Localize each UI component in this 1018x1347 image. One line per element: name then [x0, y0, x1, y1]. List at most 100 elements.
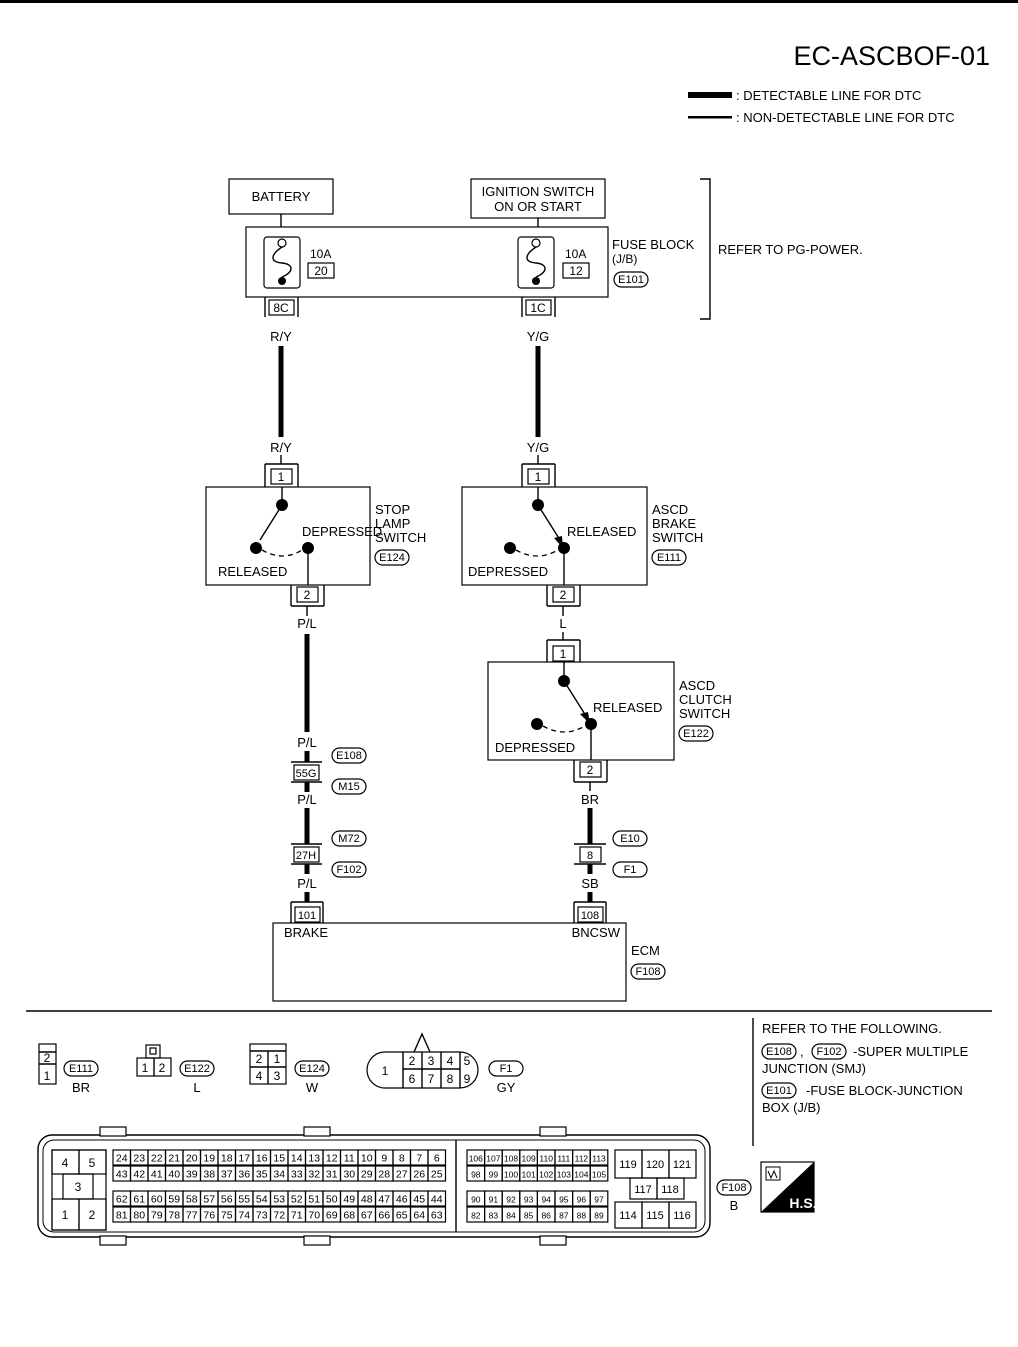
- junction-conn-m72: M72: [338, 833, 359, 845]
- brake-switch-label-1: ASCD: [652, 502, 688, 517]
- ecm-pin-label: 75: [221, 1210, 233, 1222]
- terminal-8c: 8C: [264, 297, 299, 317]
- ecm-pin-label: 27: [396, 1169, 408, 1181]
- stop-lamp-pin-1: 1: [264, 463, 299, 487]
- top-border: [0, 0, 1018, 3]
- ignition-label-2: ON OR START: [494, 199, 582, 214]
- svg-text:2: 2: [44, 1051, 51, 1065]
- refer-block: REFER TO THE FOLLOWING. E108 , F102 -SUP…: [761, 1021, 969, 1115]
- svg-text:117: 117: [634, 1184, 652, 1196]
- fuse-left: [263, 236, 301, 289]
- connector-view-f108: F108: [721, 1182, 746, 1194]
- svg-text:2: 2: [159, 1061, 166, 1075]
- ecm-pin-label: 91: [489, 1195, 499, 1205]
- ecm-pin-label: 59: [168, 1194, 180, 1206]
- svg-text:3: 3: [428, 1054, 435, 1068]
- brake-switch-label-3: SWITCH: [652, 530, 703, 545]
- ecm-pin-label: 68: [343, 1210, 355, 1222]
- stop-lamp-depressed: DEPRESSED: [302, 524, 382, 539]
- brake-switch-pin-1: 1: [521, 463, 556, 487]
- svg-text:2: 2: [560, 588, 567, 602]
- ecm-pin-108: 108: [573, 901, 607, 923]
- stop-lamp-pin-2: 2: [290, 585, 325, 607]
- svg-text:1: 1: [560, 647, 567, 661]
- svg-text:BOX (J/B): BOX (J/B): [762, 1100, 821, 1115]
- svg-text:E122: E122: [184, 1063, 210, 1075]
- svg-text:101: 101: [298, 910, 316, 922]
- ecm-pin-label: 64: [413, 1210, 425, 1222]
- svg-text:9: 9: [464, 1072, 471, 1086]
- fuse-block-connector: E101: [618, 274, 644, 286]
- stop-lamp-released: RELEASED: [218, 564, 287, 579]
- ecm-pin-label: 50: [326, 1194, 338, 1206]
- stop-lamp-contact-arm: [259, 504, 283, 541]
- refer-power: REFER TO PG-POWER.: [718, 242, 863, 257]
- svg-text:2: 2: [587, 763, 594, 777]
- junction-conn-f102: F102: [336, 864, 361, 876]
- ecm-pin-label: 96: [577, 1195, 587, 1205]
- ecm-pin-label: 21: [168, 1153, 180, 1165]
- fuse-block-box: [245, 226, 609, 298]
- ecm-pin-label: 54: [256, 1194, 268, 1206]
- clutch-switch-contact-arm: [563, 680, 587, 717]
- ecm-pin-label: 61: [133, 1194, 145, 1206]
- ecm-pin-label: 20: [186, 1153, 198, 1165]
- ecm-pin-label: 105: [592, 1170, 606, 1180]
- wire-pl-1: P/L: [297, 616, 317, 631]
- ecm-pin-cell: [589, 1190, 609, 1207]
- ecm-pin-label: 97: [594, 1195, 604, 1205]
- ecm-pin-label: 51: [308, 1194, 320, 1206]
- ecm-pin-label: 78: [168, 1210, 180, 1222]
- ecm-pin-label: 101: [522, 1170, 536, 1180]
- ecm-pin-label: 72: [273, 1210, 285, 1222]
- ecm-pin-label: 57: [203, 1194, 215, 1206]
- svg-text:2: 2: [304, 588, 311, 602]
- ecm-pin-label: 14: [291, 1153, 303, 1165]
- connector-view-e122: 1 2 E122 L: [136, 1044, 215, 1095]
- ecm-pin-label: 33: [291, 1169, 303, 1181]
- svg-text:1: 1: [278, 470, 285, 484]
- svg-text:GY: GY: [497, 1080, 516, 1095]
- svg-text:REFER TO THE FOLLOWING.: REFER TO THE FOLLOWING.: [762, 1021, 942, 1036]
- ecm-connector-view: 4 5 3 1 2 119 120 121 117 118 114 115 11…: [37, 1126, 711, 1246]
- svg-text:F102: F102: [816, 1046, 841, 1058]
- ascd-brake-switch-box: [461, 486, 648, 586]
- brake-switch-contact-arm: [537, 504, 561, 541]
- svg-text:120: 120: [646, 1159, 664, 1171]
- svg-text:4: 4: [256, 1069, 263, 1083]
- svg-text:W: W: [306, 1080, 319, 1095]
- ecm-pin-label: 26: [413, 1169, 425, 1181]
- ecm-pin-label: 111: [557, 1154, 570, 1164]
- brake-switch-label-2: BRAKE: [652, 516, 696, 531]
- ascd-clutch-switch-box: [487, 661, 675, 761]
- ecm-pin-label: 56: [221, 1194, 233, 1206]
- ecm-pin-label: 110: [539, 1154, 553, 1164]
- fuse-left-amp: 10A: [310, 247, 331, 261]
- ecm-pin-label: 94: [541, 1195, 551, 1205]
- svg-text:1: 1: [274, 1052, 281, 1066]
- ecm-pin-label: 28: [378, 1169, 390, 1181]
- clutch-switch-connector: E122: [683, 728, 709, 740]
- ecm-pin-label: 79: [151, 1210, 163, 1222]
- ecm-pin-label: 40: [168, 1169, 180, 1181]
- wire-pl-4: P/L: [297, 876, 317, 891]
- ecm-pin-label: 41: [151, 1169, 163, 1181]
- svg-text:6: 6: [409, 1072, 416, 1086]
- svg-text:8C: 8C: [273, 301, 289, 315]
- ecm-label: ECM: [631, 943, 660, 958]
- ecm-pin-label: 16: [256, 1153, 268, 1165]
- ecm-pin-label: 22: [151, 1153, 163, 1165]
- ecm-pin-label: 70: [308, 1210, 320, 1222]
- ecm-pin-label: 42: [133, 1169, 145, 1181]
- ecm-pin-label: 38: [203, 1169, 215, 1181]
- hs-badge: H.S.: [760, 1161, 817, 1213]
- ecm-pin-label: 31: [326, 1169, 338, 1181]
- ecm-pin-label: 19: [203, 1153, 215, 1165]
- ecm-pin-label: 49: [343, 1194, 355, 1206]
- ecm-pin-cell: [589, 1149, 609, 1166]
- ecm-pin-label: 30: [343, 1169, 355, 1181]
- brake-switch-connector: E111: [657, 552, 681, 564]
- ecm-connector: F108: [635, 966, 660, 978]
- ecm-pin-cell: [427, 1165, 447, 1182]
